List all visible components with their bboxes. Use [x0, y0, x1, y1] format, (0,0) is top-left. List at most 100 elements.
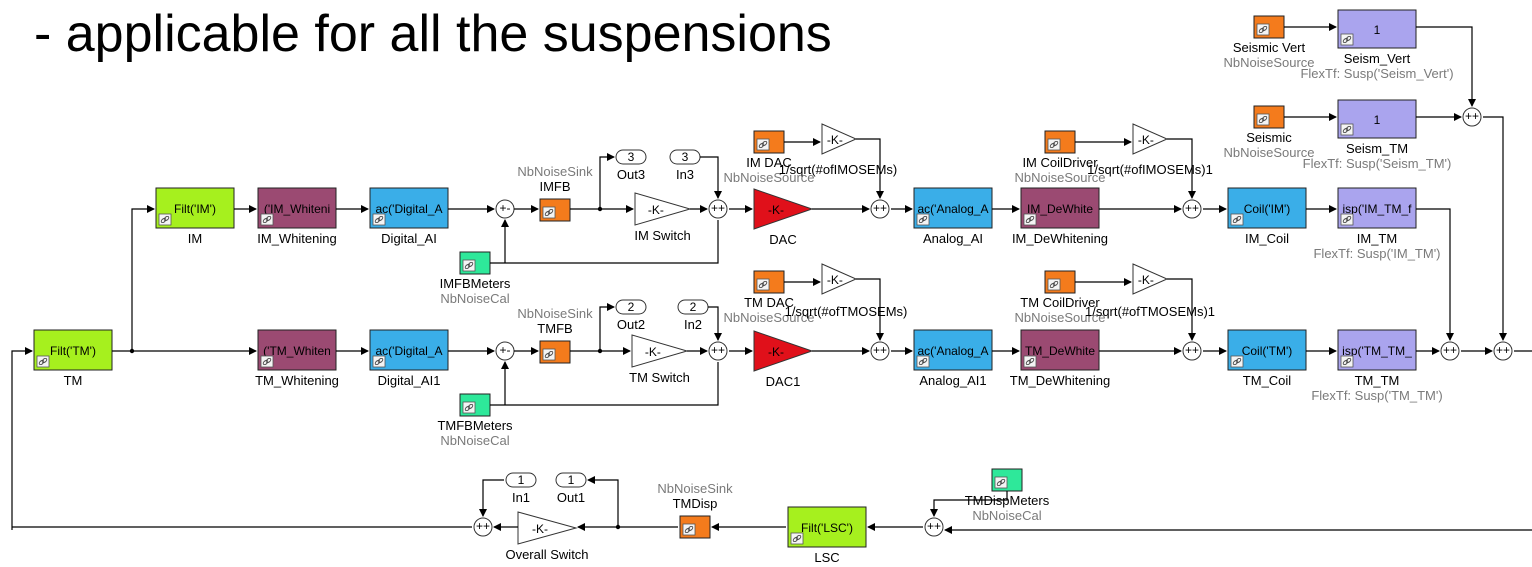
block-text: IM_DeWhite: [1027, 202, 1093, 216]
signal-wire: [599, 303, 615, 351]
block-label: IM_TM: [1357, 231, 1397, 246]
block-label: Seism_TM: [1346, 141, 1408, 156]
block-label: IM DAC: [746, 155, 792, 170]
sum-tm-error: +-: [495, 341, 515, 361]
block-label: Seism_Vert: [1344, 51, 1411, 66]
sum-tm-out: ++: [1440, 341, 1460, 361]
block-label: TM_Coil: [1243, 373, 1292, 388]
block-digital-ai1[interactable]: ac('Digital_A Digital_AI1: [369, 329, 449, 388]
port-number: 1: [568, 473, 575, 487]
sum-signs: ++: [711, 343, 725, 357]
link-icon: [260, 213, 274, 226]
gain-label: DAC: [769, 232, 796, 247]
block-label: TMDisp: [673, 496, 718, 511]
block-sublabel: NbNoiseSource: [1014, 310, 1105, 325]
gain-value: -K-: [645, 345, 661, 359]
link-icon: [372, 213, 386, 226]
sum-im-cd: ++: [1182, 199, 1202, 219]
gain-overall-switch[interactable]: -K-Overall Switch: [505, 511, 589, 562]
block-label: TMFB: [537, 321, 572, 336]
link-icon: [372, 355, 386, 368]
block-label: IMFB: [539, 179, 570, 194]
block-sublabel: NbNoiseCal: [440, 433, 509, 448]
sum-tmdisp: ++: [924, 517, 944, 537]
gain-dac1[interactable]: -K-DAC1: [753, 330, 814, 389]
link-icon: [462, 259, 476, 272]
signal-wire: [131, 205, 155, 351]
gain-value: -K-: [768, 345, 784, 359]
gain-tm-dac-gain[interactable]: -K-: [821, 263, 858, 295]
link-icon: [542, 348, 556, 361]
sum-tm-cd: ++: [1182, 341, 1202, 361]
link-icon: [916, 355, 930, 368]
block-sublabel: FlexTf: Susp('Seism_Vert'): [1300, 66, 1453, 81]
link-icon: [790, 532, 804, 545]
block-sublabel: NbNoiseCal: [972, 508, 1041, 523]
link-icon: [1230, 355, 1244, 368]
gain-label: 1/sqrt(#ofIMOSEMs): [779, 162, 897, 177]
sum-signs: ++: [1496, 343, 1510, 357]
link-icon: [1023, 355, 1037, 368]
link-icon: [1256, 113, 1270, 126]
signal-wire: [1416, 208, 1454, 341]
block-sublabel: NbNoiseSource: [723, 170, 814, 185]
gain-im-cd-gain[interactable]: -K-: [1132, 123, 1169, 155]
block-sublabel: NbNoiseSource: [1014, 170, 1105, 185]
block-label: TM_Whitening: [255, 373, 339, 388]
link-icon: [1340, 123, 1354, 136]
signal-wire: [490, 220, 719, 264]
gain-value: -K-: [827, 273, 843, 287]
link-icon: [1256, 23, 1270, 36]
block-sublabel: FlexTf: Susp('Seism_TM'): [1303, 156, 1452, 171]
block-label: Digital_AI: [381, 231, 437, 246]
block-label: TM CoilDriver: [1020, 295, 1100, 310]
link-icon: [462, 401, 476, 414]
link-icon: [682, 523, 696, 536]
sum-signs: ++: [1185, 201, 1199, 215]
sum-signs: ++: [927, 519, 941, 533]
gain-im-dac-gain[interactable]: -K-: [821, 123, 858, 155]
signal-wire: [587, 476, 619, 527]
port-label: In1: [512, 490, 530, 505]
signal-wire: [599, 153, 615, 209]
port-label: In2: [684, 317, 702, 332]
block-text: Filt('IM'): [174, 202, 216, 216]
sum-im-dac: ++: [870, 199, 890, 219]
block-label: Digital_AI1: [378, 373, 441, 388]
sum-total: ++: [1493, 341, 1513, 361]
gain-tm-switch[interactable]: -K-TM Switch: [629, 334, 690, 385]
sum-signs: ++: [711, 201, 725, 215]
gain-value: -K-: [532, 522, 548, 536]
gain-im-switch[interactable]: -K-IM Switch: [634, 192, 692, 243]
block-sublabel: NbNoiseSink: [517, 306, 593, 321]
gain-label: IM Switch: [634, 228, 690, 243]
block-label: TM DAC: [744, 295, 794, 310]
block-sublabel: FlexTf: Susp('TM_TM'): [1311, 388, 1442, 403]
block-label: Analog_AI1: [919, 373, 986, 388]
link-icon: [36, 355, 50, 368]
gain-tm-cd-gain[interactable]: -K-: [1132, 263, 1169, 295]
block-text: ac('Digital_A: [376, 344, 443, 358]
block-text: Coil('IM'): [1244, 202, 1291, 216]
sum-signs: +-: [499, 343, 510, 357]
sum-signs: ++: [1185, 343, 1199, 357]
signal-wire: [490, 362, 719, 406]
gain-dac[interactable]: -K-DAC: [753, 188, 814, 247]
port-number: 1: [518, 473, 525, 487]
